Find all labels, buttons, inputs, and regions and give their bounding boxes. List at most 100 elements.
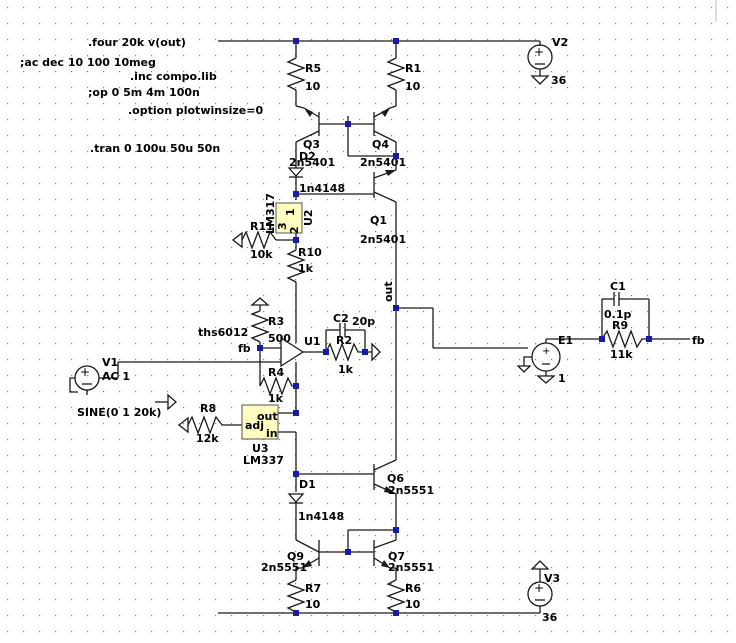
u3-pin-adj: adj	[245, 419, 264, 432]
resistor-r5[interactable]: R5 10	[286, 41, 321, 106]
net-out: out	[382, 281, 528, 349]
r5-value: 10	[305, 80, 321, 93]
opamp-u1[interactable]: U1	[118, 335, 326, 413]
q4-model: 2n5401	[360, 156, 406, 169]
resistor-r4[interactable]: R4 1k	[259, 348, 296, 405]
u2-pin1: 1	[284, 208, 297, 216]
directive-tran[interactable]: .tran 0 100u 50u 50n	[90, 142, 220, 155]
r9-name: R9	[612, 319, 628, 332]
q1-name: Q1	[370, 214, 387, 227]
d1-name: D1	[299, 478, 316, 491]
svg-text:+: +	[542, 346, 550, 357]
u1-model: ths6012	[198, 326, 248, 339]
q7-name: Q7	[388, 550, 405, 563]
source-v1[interactable]: + V1 AC 1 SINE(0 1 20k)	[69, 356, 177, 419]
rails	[218, 40, 540, 614]
capacitor-c2[interactable]: C2 20p	[325, 312, 375, 352]
regulator-u2[interactable]: 1 3 2 U2 LM317	[264, 193, 315, 240]
r2-value: 1k	[338, 363, 354, 376]
directive-ac[interactable]: ;ac dec 10 100 10meg	[20, 56, 156, 69]
net-out-label[interactable]: out	[382, 281, 395, 302]
v3-value: 36	[542, 611, 558, 624]
d2-model: 1n4148	[299, 182, 345, 195]
v2-name: V2	[552, 36, 568, 49]
capacitor-c1[interactable]: C1 0.1p	[601, 280, 650, 339]
resistor-r9[interactable]: R9 11k	[601, 319, 690, 361]
v1-value: AC 1	[102, 370, 130, 383]
c1-name: C1	[610, 280, 626, 293]
r2-name: R2	[336, 334, 352, 347]
directive-four[interactable]: .four 20k v(out)	[88, 36, 186, 49]
v2-value: 36	[551, 74, 567, 87]
q9-model: 2n5551	[261, 561, 307, 574]
svg-text:+: +	[80, 365, 90, 379]
q9-name: Q9	[287, 550, 304, 563]
svg-text:+: +	[534, 45, 544, 59]
directive-op[interactable]: ;op 0 5m 4m 100n	[88, 86, 200, 99]
directive-option[interactable]: .option plotwinsize=0	[128, 104, 263, 117]
resistor-r6[interactable]: R6 10	[386, 568, 421, 613]
r10-value: 1k	[298, 262, 314, 275]
resistor-r1[interactable]: R1 10	[386, 41, 421, 106]
r9-value: 11k	[610, 348, 633, 361]
resistor-r11[interactable]: R11 10k	[231, 220, 296, 261]
v1-name: V1	[102, 356, 118, 369]
d1-model: 1n4148	[298, 510, 344, 523]
resistor-r10[interactable]: R10 1k	[286, 240, 322, 338]
v1-source: SINE(0 1 20k)	[77, 406, 161, 419]
q6-name: Q6	[387, 472, 404, 485]
diode-d2[interactable]: D2 1n4148	[287, 142, 345, 200]
c2-name: C2	[333, 312, 349, 325]
transistor-q4[interactable]: Q4 2n5401	[347, 105, 406, 169]
resistor-r8[interactable]: R8 12k	[177, 402, 242, 445]
r6-name: R6	[405, 582, 421, 595]
r10-name: R10	[298, 246, 322, 259]
q7-model: 2n5551	[388, 561, 434, 574]
source-v2[interactable]: + V2 36	[527, 36, 568, 87]
r4-name: R4	[268, 366, 284, 379]
resistor-r2[interactable]: R2 1k	[325, 334, 381, 376]
u2-pin2: 2	[288, 226, 301, 234]
u2-name: U2	[302, 209, 315, 226]
r3-name: R3	[268, 315, 284, 328]
resistor-r3[interactable]: R3 500	[250, 297, 291, 348]
q3-model: 2n5401	[289, 156, 335, 169]
diode-d1[interactable]: D1 1n4148	[287, 473, 374, 540]
transistor-q3[interactable]: Q3 2n5401	[289, 105, 348, 169]
r8-name: R8	[200, 402, 216, 415]
u3-model: LM337	[243, 454, 284, 467]
c2-value: 20p	[352, 315, 375, 328]
u2-model: LM317	[264, 193, 277, 234]
r1-name: R1	[405, 62, 421, 75]
q4-name: Q4	[372, 138, 389, 151]
u3-pin-out: out	[257, 410, 278, 423]
u1-name: U1	[304, 335, 321, 348]
resistor-r7[interactable]: R7 10	[286, 568, 321, 613]
r7-name: R7	[305, 582, 321, 595]
net-fb-right[interactable]: fb	[692, 334, 705, 347]
r11-name: R11	[250, 220, 274, 233]
u3-name: U3	[252, 442, 269, 455]
r3-value: 500	[268, 332, 291, 345]
r4-value: 1k	[268, 392, 284, 405]
spice-directives: .four 20k v(out) ;ac dec 10 100 10meg .i…	[20, 36, 263, 155]
regulator-u3[interactable]: out adj in U3 LM337	[241, 404, 297, 492]
r6-value: 10	[405, 598, 421, 611]
q6-model: 2n5551	[388, 484, 434, 497]
r11-value: 10k	[250, 248, 273, 261]
e1-value: 1	[558, 372, 566, 385]
net-fb-left[interactable]: fb	[238, 342, 251, 355]
r5-name: R5	[305, 62, 321, 75]
transistor-q1[interactable]: Q1 2n5401	[296, 142, 406, 460]
r8-value: 12k	[196, 432, 219, 445]
source-e1[interactable]: + E1 1	[516, 334, 602, 385]
transistor-q7[interactable]: Q7 2n5551	[347, 529, 434, 574]
junctions	[257, 38, 652, 616]
directive-inc[interactable]: .inc compo.lib	[130, 70, 217, 83]
e1-name: E1	[558, 334, 573, 347]
transistor-q6[interactable]: Q6 2n5551	[373, 459, 434, 540]
source-v3[interactable]: + V3 36	[527, 560, 560, 624]
q3-name: Q3	[303, 138, 320, 151]
